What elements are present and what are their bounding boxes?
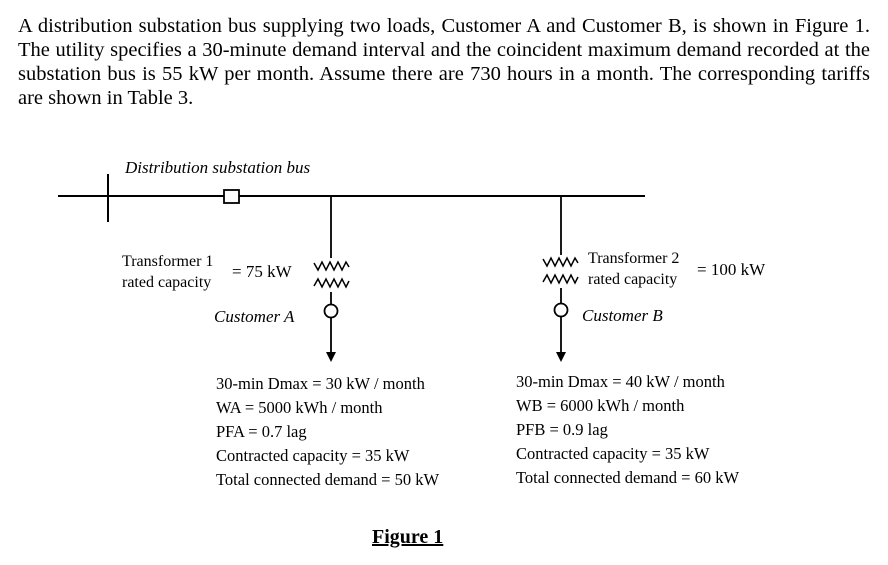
transformer-1-primary-winding — [313, 260, 350, 272]
problem-statement: A distribution substation bus supplying … — [18, 15, 870, 109]
transformer-2-rating: = 100 kW — [697, 260, 766, 279]
customer-b-dmax: 30-min Dmax = 40 kW / month — [516, 372, 725, 391]
customer-b-connected-demand: Total connected demand = 60 kW — [516, 468, 740, 487]
customer-a-energy: WA = 5000 kWh / month — [216, 398, 383, 417]
breaker-symbol — [223, 189, 240, 204]
customer-b-power-factor: PFB = 0.9 lag — [516, 420, 608, 439]
customer-a-dmax: 30-min Dmax = 30 kW / month — [216, 374, 425, 393]
transformer-2-primary-winding — [542, 256, 579, 268]
customer-b-meter — [553, 302, 569, 318]
transformer-1-rating: = 75 kW — [232, 262, 292, 281]
transformer-2-secondary-winding — [542, 273, 579, 285]
customer-b-contracted-capacity: Contracted capacity = 35 kW — [516, 444, 710, 463]
transformer-1-rated-label: rated capacity — [122, 274, 212, 291]
transformer-1-label: Transformer 1 — [122, 253, 214, 270]
customer-b-label: Customer B — [582, 306, 663, 325]
transformer-2-rated-label: rated capacity — [588, 271, 678, 288]
customer-a-label: Customer A — [214, 307, 295, 326]
transformer-2-label: Transformer 2 — [588, 250, 680, 267]
load-a-arrow — [326, 352, 336, 362]
load-b-arrow — [556, 352, 566, 362]
customer-a-power-factor: PFA = 0.7 lag — [216, 422, 307, 441]
customer-b-energy: WB = 6000 kWh / month — [516, 396, 685, 415]
customer-a-connected-demand: Total connected demand = 50 kW — [216, 470, 440, 489]
bus-label: Distribution substation bus — [125, 158, 311, 177]
customer-a-meter — [323, 303, 339, 319]
customer-a-contracted-capacity: Contracted capacity = 35 kW — [216, 446, 410, 465]
figure-caption: Figure 1 — [372, 526, 444, 548]
transformer-1-secondary-winding — [313, 277, 350, 289]
